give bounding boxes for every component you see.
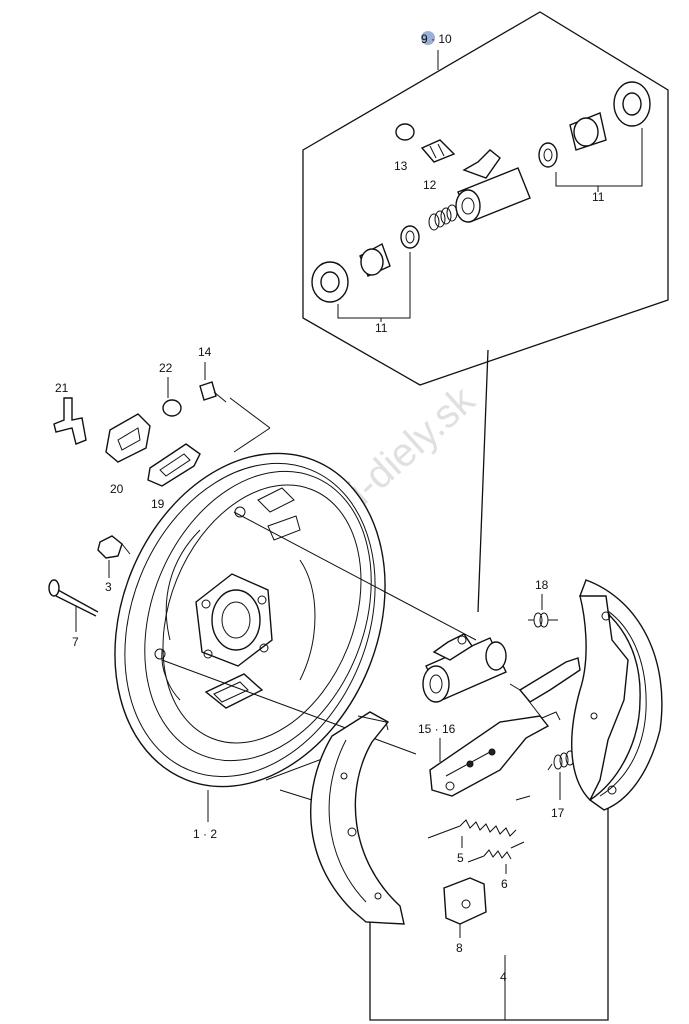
callout-9-10: 9 · 10 (421, 32, 452, 46)
callout-13: 13 (394, 159, 408, 173)
callout-21: 21 (55, 381, 69, 395)
callout-17: 17 (551, 806, 565, 820)
boot-right (613, 81, 651, 127)
callout-19: 19 (151, 497, 165, 511)
callout-12: 12 (423, 178, 437, 192)
wheel-cylinder-body (455, 149, 531, 223)
plate-8 (443, 877, 487, 938)
bleeder-cap (395, 123, 415, 141)
callout-3: 3 (105, 580, 112, 594)
nut-3 (97, 535, 131, 559)
callout-highlight (421, 31, 435, 45)
callout-4: 4 (500, 970, 507, 984)
callout-14: 14 (198, 345, 212, 359)
spring-5 (427, 795, 531, 848)
plate-19 (147, 443, 201, 487)
callout-22: 22 (159, 361, 173, 375)
callout-5: 5 (457, 851, 464, 865)
cylinder-spring (428, 204, 458, 231)
brake-shoe-front (310, 711, 405, 925)
callout-7: 7 (72, 635, 79, 649)
bolt-14 (199, 362, 227, 403)
callout-20: 20 (110, 482, 124, 496)
brake-shoe-rear (571, 579, 663, 811)
spring-6 (467, 841, 525, 874)
grommet-20 (105, 413, 151, 463)
clip-21 (53, 397, 87, 445)
callout-11-left: 11 (375, 321, 388, 335)
bleeder-screw (420, 139, 456, 163)
cup-left (400, 225, 420, 249)
cup-right (538, 142, 558, 168)
callout-1-2: 1 · 2 (193, 827, 217, 841)
callout-11-right: 11 (592, 190, 605, 204)
adjuster-lever (429, 657, 581, 797)
callout-6: 6 (501, 877, 508, 891)
piston-right (569, 112, 607, 151)
callout-15-16: 15 · 16 (418, 722, 456, 736)
backing-plate (114, 452, 386, 788)
callouts: 9 · 10 11 11 12 13 14 22 21 20 19 3 7 1 … (55, 31, 605, 984)
nut-22 (162, 377, 182, 417)
pin-7 (48, 579, 99, 617)
wheel-cylinder-installed (422, 633, 507, 703)
spring-18 (528, 594, 558, 628)
callout-8: 8 (456, 941, 463, 955)
boot-left (311, 261, 349, 303)
wheel-cylinder-box (302, 11, 669, 613)
piston-left (359, 242, 391, 277)
callout-18: 18 (535, 578, 549, 592)
